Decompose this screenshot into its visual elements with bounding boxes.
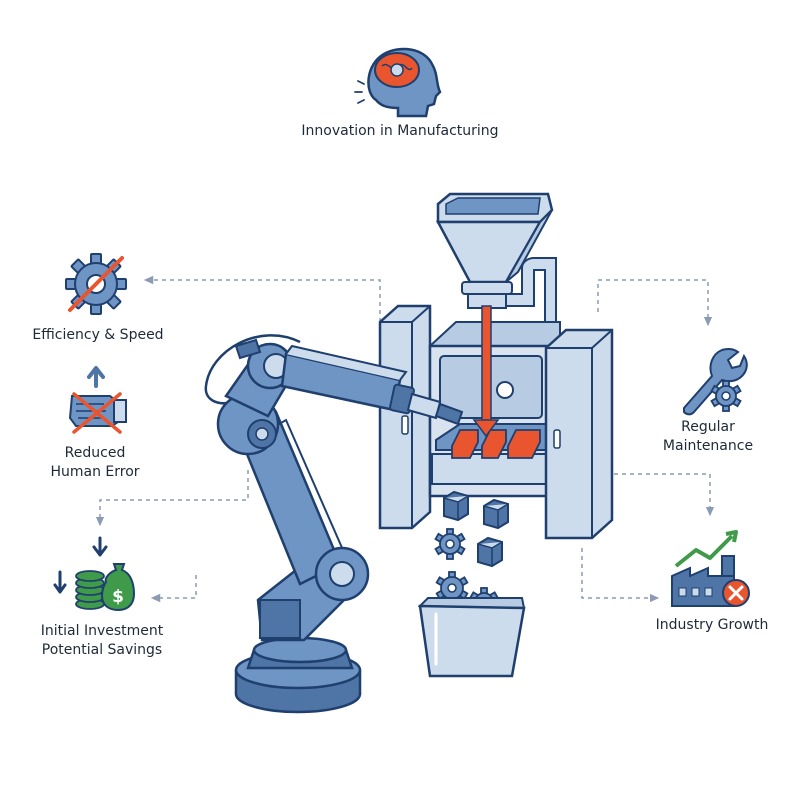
maintenance-label: Regular Maintenance <box>636 418 780 456</box>
page-title: Innovation in Manufacturing <box>260 122 540 141</box>
investment-line1: Initial Investment <box>40 623 164 639</box>
crossed-hand-icon <box>68 366 127 434</box>
spacer <box>0 0 1 1</box>
connector-growth <box>614 473 715 517</box>
robot-arm <box>204 334 464 714</box>
investment-line2: Potential Savings <box>41 642 163 658</box>
connector-maintenance <box>597 279 713 327</box>
injection-machine <box>378 192 614 540</box>
parts-bin <box>417 571 526 678</box>
growth-label: Industry Growth <box>638 616 786 635</box>
crossed-gear-icon <box>65 253 127 315</box>
efficiency-text: Efficiency & Speed <box>32 327 164 343</box>
title-text: Innovation in Manufacturing <box>301 123 499 139</box>
maintenance-line1: Regular <box>681 419 735 435</box>
connector-lines <box>95 275 715 603</box>
connector-growth-bottom <box>581 548 660 603</box>
maintenance-line2: Maintenance <box>662 438 754 454</box>
falling-parts <box>434 490 509 568</box>
factory-growth-icon <box>671 530 750 607</box>
human-error-line1: Reduced <box>64 445 126 461</box>
investment-label: Initial Investment Potential Savings <box>10 622 194 660</box>
human-error-label: Reduced Human Error <box>20 444 170 482</box>
money-stack-icon: $ <box>53 536 136 612</box>
wrench-gear-icon <box>683 347 748 416</box>
growth-text: Industry Growth <box>655 617 769 633</box>
human-error-line2: Human Error <box>50 464 140 480</box>
efficiency-label: Efficiency & Speed <box>10 326 186 345</box>
connector-arm-investment <box>150 575 197 603</box>
brain-head-icon <box>354 47 442 118</box>
svg-text:$: $ <box>112 587 124 607</box>
connector-investment <box>95 470 249 527</box>
connector-efficiency <box>143 275 381 322</box>
